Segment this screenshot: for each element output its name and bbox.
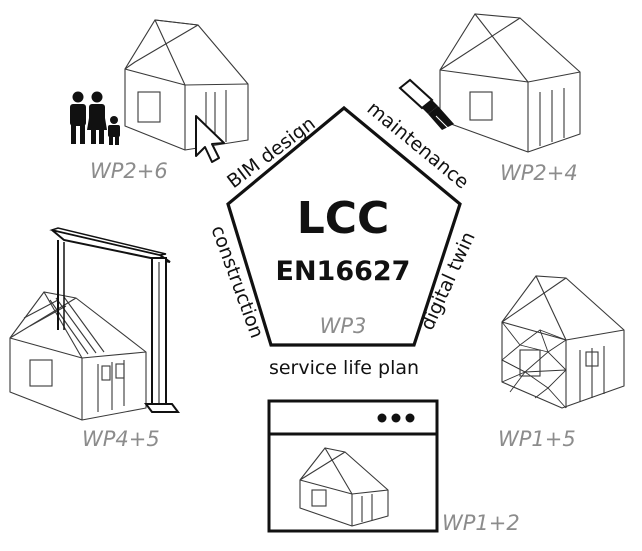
cursor-arrow-icon [195, 115, 225, 163]
paint-brush-icon [398, 78, 454, 131]
lcc-pentagon [226, 105, 462, 347]
wp-label-service-life: WP1+2 [442, 511, 520, 535]
wp-label-design: WP2+6 [90, 159, 168, 183]
house-design [124, 19, 249, 151]
wp-label-digital-twin: WP1+5 [498, 427, 576, 451]
gantry-crane-icon [49, 227, 180, 413]
house-digital-twin [501, 275, 625, 409]
center-wp-label: WP3 [320, 314, 367, 338]
wp-label-maintenance: WP2+4 [500, 161, 578, 185]
house-service-life [299, 447, 389, 527]
lcc-title: LCC [297, 193, 390, 244]
wp-label-construction: WP4+5 [82, 427, 160, 451]
house-construction [9, 291, 147, 421]
family-icon [70, 91, 120, 145]
edge-label-service-life-plan: service life plan [269, 357, 419, 379]
house-maintenance [439, 13, 581, 153]
standard-label: EN16627 [276, 256, 411, 287]
